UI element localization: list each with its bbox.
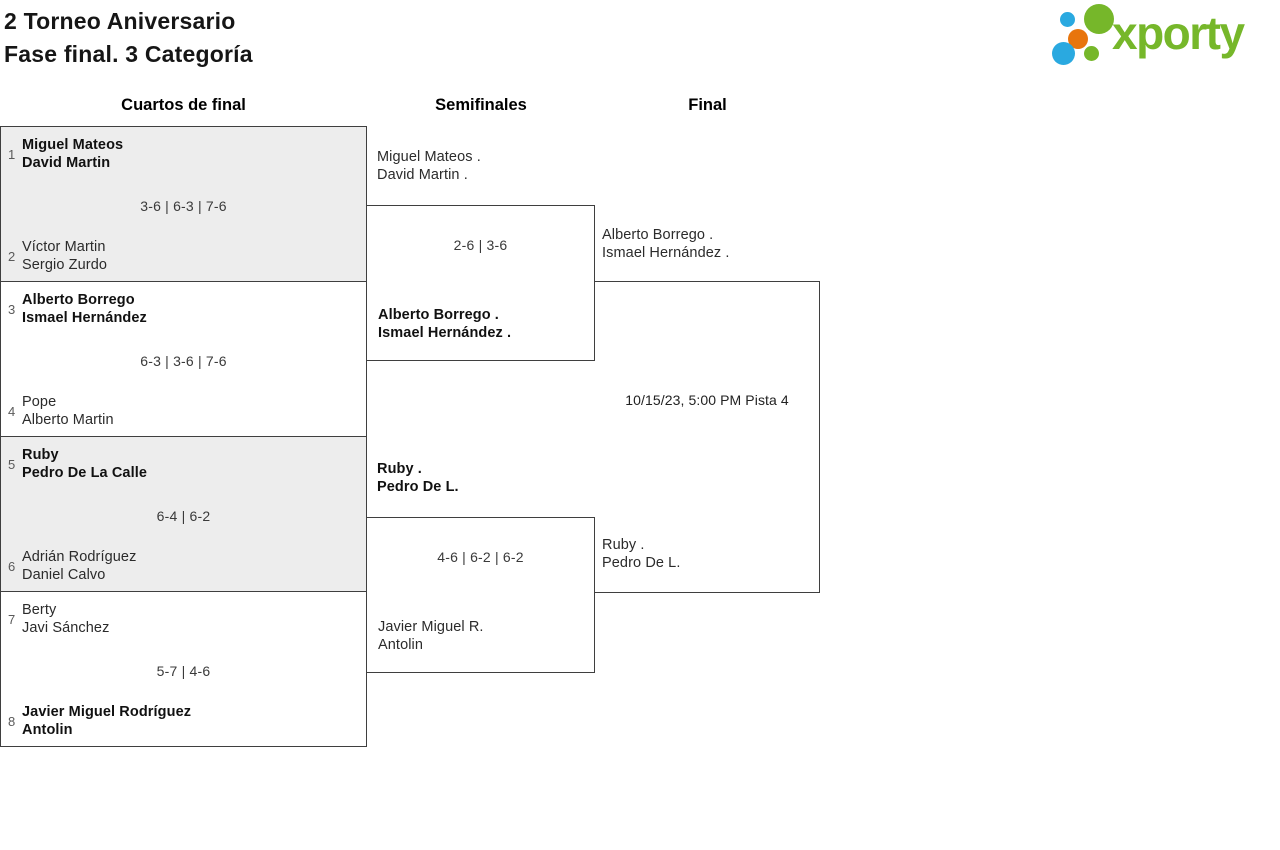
team-slot: 6 Adrián Rodríguez Daniel Calvo <box>1 549 366 584</box>
sf2-bottom-team: Javier Miguel R. Antolin <box>378 619 484 653</box>
logo-blue-large-circle-icon <box>1052 42 1075 65</box>
match-score: 5-7 | 4-6 <box>156 663 211 679</box>
sf1-top-team: Miguel Mateos . David Martin . <box>377 149 481 183</box>
sf1-bottom-team: Alberto Borrego . Ismael Hernández . <box>378 307 512 341</box>
seed-number: 6 <box>8 559 16 574</box>
final-bottom-team: Ruby . Pedro De L. <box>602 537 681 571</box>
xporty-logo[interactable]: xporty <box>1048 0 1276 70</box>
seed-number: 4 <box>8 404 16 419</box>
team-name: Berty Javi Sánchez <box>22 602 110 636</box>
match-score: 2-6 | 3-6 <box>453 237 508 253</box>
match-score: 6-3 | 3-6 | 7-6 <box>140 353 227 369</box>
final-top-team: Alberto Borrego . Ismael Hernández . <box>602 227 730 261</box>
final-match: 10/15/23, 5:00 PM Pista 4 Ruby . Pedro D… <box>595 281 820 593</box>
team-name: Miguel Mateos David Martin <box>22 137 124 171</box>
round-header-quarterfinals: Cuartos de final <box>121 96 246 114</box>
team-name: Ruby Pedro De La Calle <box>22 447 147 481</box>
sf-match-1: 2-6 | 3-6 Alberto Borrego . Ismael Herná… <box>366 205 595 361</box>
qf-match-2: 3 Alberto Borrego Ismael Hernández 6-3 |… <box>0 281 367 437</box>
tournament-title: 2 Torneo Aniversario <box>4 8 236 34</box>
team-slot: 1 Miguel Mateos David Martin <box>1 137 366 172</box>
match-schedule: 10/15/23, 5:00 PM Pista 4 <box>625 392 789 408</box>
team-slot: 3 Alberto Borrego Ismael Hernández <box>1 292 366 327</box>
logo-blue-small-circle-icon <box>1060 12 1075 27</box>
team-slot: 7 Berty Javi Sánchez <box>1 602 366 637</box>
team-slot: 2 Víctor Martin Sergio Zurdo <box>1 239 366 274</box>
logo-green-small-circle-icon <box>1084 46 1099 61</box>
seed-number: 1 <box>8 147 16 162</box>
team-name: Adrián Rodríguez Daniel Calvo <box>22 549 137 583</box>
sf-match-2: 4-6 | 6-2 | 6-2 Javier Miguel R. Antolin <box>366 517 595 673</box>
round-header-final: Final <box>688 96 727 114</box>
team-name: Pope Alberto Martin <box>22 394 114 428</box>
logo-wordmark: xporty <box>1112 7 1245 59</box>
team-slot: 5 Ruby Pedro De La Calle <box>1 447 366 482</box>
logo-green-large-circle-icon <box>1084 4 1114 34</box>
seed-number: 7 <box>8 612 16 627</box>
match-score: 3-6 | 6-3 | 7-6 <box>140 198 227 214</box>
team-name: Víctor Martin Sergio Zurdo <box>22 239 108 273</box>
seed-number: 8 <box>8 714 16 729</box>
team-slot: 8 Javier Miguel Rodríguez Antolin <box>1 704 366 739</box>
qf-match-3: 5 Ruby Pedro De La Calle 6-4 | 6-2 6 Adr… <box>0 436 367 592</box>
quarterfinals-column: 1 Miguel Mateos David Martin 3-6 | 6-3 |… <box>0 126 367 747</box>
phase-category-title: Fase final. 3 Categoría <box>4 41 253 67</box>
team-name: Javier Miguel Rodríguez Antolin <box>22 704 192 738</box>
seed-number: 2 <box>8 249 16 264</box>
match-score: 4-6 | 6-2 | 6-2 <box>437 549 524 565</box>
round-header-semifinals: Semifinales <box>435 96 527 114</box>
seed-number: 3 <box>8 302 16 317</box>
logo-orange-circle-icon <box>1068 29 1088 49</box>
qf-match-4: 7 Berty Javi Sánchez 5-7 | 4-6 8 Javier … <box>0 591 367 747</box>
team-name: Alberto Borrego Ismael Hernández <box>22 292 147 326</box>
team-slot: 4 Pope Alberto Martin <box>1 394 366 429</box>
qf-match-1: 1 Miguel Mateos David Martin 3-6 | 6-3 |… <box>0 126 367 282</box>
sf2-top-team: Ruby . Pedro De L. <box>377 461 459 495</box>
seed-number: 5 <box>8 457 16 472</box>
page-title: 2 Torneo Aniversario Fase final. 3 Categ… <box>4 5 253 71</box>
match-score: 6-4 | 6-2 <box>156 508 211 524</box>
